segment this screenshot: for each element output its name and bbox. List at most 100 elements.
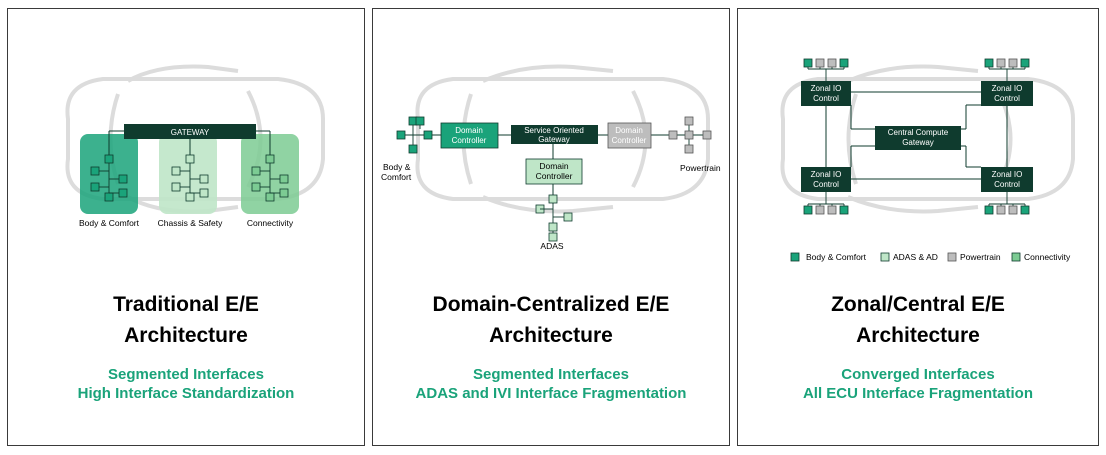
ecu-node — [423, 130, 433, 140]
ecu-node — [548, 222, 558, 232]
right-ctrl-line2: Controller — [612, 136, 647, 145]
ecu-node — [251, 166, 261, 176]
gateway-line2: Gateway — [538, 135, 570, 144]
ecu-node — [684, 130, 694, 140]
ecu-node — [265, 154, 275, 164]
ecu-node — [104, 154, 114, 164]
car-outline — [415, 64, 710, 214]
ecu-node — [668, 130, 678, 140]
ecu-node — [563, 212, 573, 222]
left-ctrl-line2: Controller — [452, 136, 487, 145]
ecu-node — [1020, 205, 1030, 215]
ecu-node — [396, 130, 406, 140]
ecu-node — [90, 166, 100, 176]
bottom-ctrl-line2: Controller — [536, 171, 573, 181]
ecu-node — [684, 144, 694, 154]
ecu-node — [171, 182, 181, 192]
subtitle-line-2: High Interface Standardization — [77, 385, 295, 402]
label-adas: ADAS — [540, 241, 563, 251]
zonal-io-control-rr — [981, 167, 1033, 192]
zone-label-connectivity: Connectivity — [247, 218, 294, 228]
legend-swatch-adas — [880, 252, 890, 262]
legend-adas-ad: ADAS & AD — [893, 252, 938, 262]
ecu-node — [996, 58, 1006, 68]
panel-title: Zonal/Central E/E Architecture — [738, 289, 1098, 351]
ecu-node — [251, 182, 261, 192]
label-powertrain: Powertrain — [680, 163, 721, 173]
subtitle-line-2: ADAS and IVI Interface Fragmentation — [415, 385, 687, 402]
ecu-node — [684, 116, 694, 126]
subtitle-line-1: Segmented Interfaces — [108, 366, 264, 383]
ecu-node — [90, 182, 100, 192]
zonal-fl-line1: Zonal IO — [811, 84, 842, 93]
ecu-node — [171, 166, 181, 176]
bottom-domain-controller — [525, 158, 583, 185]
ecu-node — [548, 232, 558, 242]
legend: Body & Comfort ADAS & AD Powertrain Conn… — [790, 252, 1071, 262]
ecu-node — [996, 205, 1006, 215]
ecu-node — [408, 144, 418, 154]
label-body-line2: Comfort — [381, 172, 412, 182]
panel-subtitle: Segmented Interfaces High Interface Stan… — [8, 365, 364, 403]
zone-label-body-comfort: Body & Comfort — [79, 218, 140, 228]
subtitle-line-1: Converged Interfaces — [841, 366, 995, 383]
zonal-diagram: Zonal IO Control Zonal IO Control Zonal … — [780, 58, 1075, 262]
subtitle-line-1: Segmented Interfaces — [473, 366, 629, 383]
central-compute-gateway — [875, 126, 961, 150]
zonal-rl-line1: Zonal IO — [811, 170, 842, 179]
zonal-io-control-fl — [801, 81, 851, 106]
ecu-node — [702, 130, 712, 140]
ecu-node — [279, 174, 289, 184]
legend-connectivity: Connectivity — [1024, 252, 1071, 262]
ecu-node — [199, 174, 209, 184]
bus-trees — [90, 139, 289, 202]
legend-powertrain: Powertrain — [960, 252, 1001, 262]
ecu-node — [984, 205, 994, 215]
title-line-1: Traditional E/E — [113, 293, 259, 316]
bus-trees — [803, 58, 1030, 215]
zonal-rr-line1: Zonal IO — [992, 170, 1023, 179]
ecu-node — [1008, 205, 1018, 215]
right-ctrl-line1: Domain — [615, 126, 643, 135]
domain-diagram: Domain Controller Service Oriented Gatew… — [381, 64, 721, 251]
zonal-rr-line2: Control — [994, 180, 1020, 189]
legend-body-comfort: Body & Comfort — [806, 252, 867, 262]
title-line-1: Domain-Centralized E/E — [432, 293, 670, 316]
title-line-2: Architecture — [489, 324, 613, 347]
service-oriented-gateway — [511, 125, 598, 144]
panel-domain-centralized: Domain Controller Service Oriented Gatew… — [372, 8, 730, 446]
ecu-node — [815, 58, 825, 68]
bottom-ctrl-line1: Domain — [539, 161, 569, 171]
left-domain-controller — [440, 122, 499, 149]
ecu-node — [118, 188, 128, 198]
panel-title: Domain-Centralized E/E Architecture — [373, 289, 729, 351]
ecu-node — [265, 192, 275, 202]
ecu-node — [1020, 58, 1030, 68]
traditional-diagram: GATEWAY Body & Comfort Chassis & Safety … — [65, 64, 325, 228]
ecu-node — [839, 58, 849, 68]
zonal-links — [825, 91, 1008, 180]
ecu-node — [803, 205, 813, 215]
title-line-1: Zonal/Central E/E — [831, 293, 1005, 316]
ecu-node — [185, 154, 195, 164]
gateway-label: GATEWAY — [171, 128, 210, 137]
ecu-node — [827, 205, 837, 215]
ecu-node — [827, 58, 837, 68]
zonal-io-control-fr — [981, 81, 1033, 106]
ecu-node — [815, 205, 825, 215]
ecu-node — [279, 188, 289, 198]
zonal-fl-line2: Control — [813, 94, 839, 103]
gateway-box — [124, 124, 256, 139]
ecu-node — [803, 58, 813, 68]
subtitle-line-2: All ECU Interface Fragmentation — [802, 385, 1034, 402]
panel-subtitle: Converged Interfaces All ECU Interface F… — [738, 365, 1098, 403]
gateway-line1: Service Oriented — [524, 126, 584, 135]
zone-chassis-safety — [159, 134, 217, 214]
zone-label-chassis-safety: Chassis & Safety — [158, 218, 223, 228]
central-line2: Gateway — [902, 138, 934, 147]
ecu-node — [118, 174, 128, 184]
zonal-fr-line1: Zonal IO — [992, 84, 1023, 93]
title-line-2: Architecture — [856, 324, 980, 347]
ecu-node — [548, 194, 558, 204]
panel-title: Traditional E/E Architecture — [8, 289, 364, 351]
